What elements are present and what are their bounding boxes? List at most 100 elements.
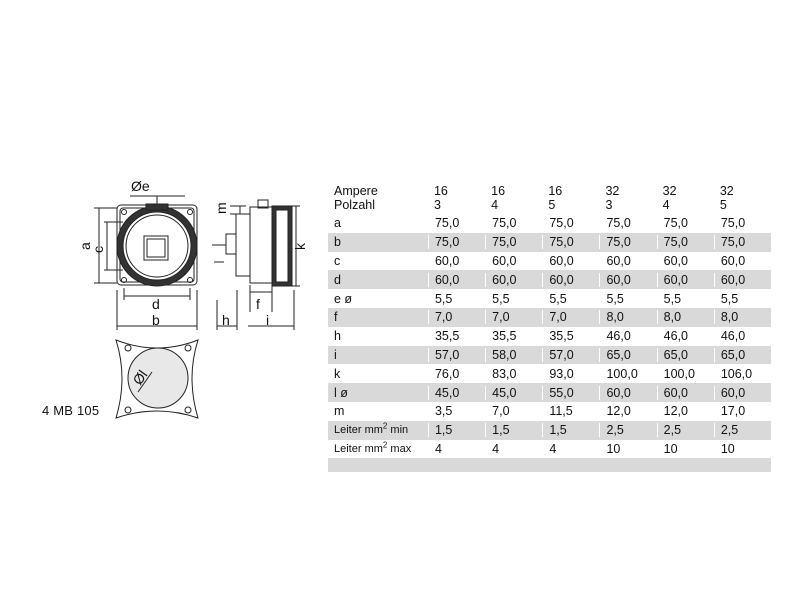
table-cell: 60,0 <box>599 253 656 268</box>
row-label: h <box>334 329 341 344</box>
technical-drawings: Øe a c d b m k f h i Øl <box>77 178 308 419</box>
model-label: 4 MB 105 <box>42 403 100 418</box>
table-cell: 60,0 <box>713 253 771 268</box>
table-cell: 60,0 <box>656 253 714 268</box>
table-cell: 1,5 <box>427 423 485 438</box>
table-cell: 60,0 <box>485 253 542 268</box>
header-polzahl: 5 <box>719 198 727 212</box>
label-a: a <box>77 242 93 250</box>
header-polzahl: 5 <box>548 198 556 212</box>
table-cell: 8,0 <box>656 310 714 325</box>
table-cell: 57,0 <box>542 347 599 362</box>
header-polzahl: 4 <box>662 198 670 212</box>
header-label-polzahl: Polzahl <box>334 198 375 212</box>
table-cell: 60,0 <box>656 272 714 287</box>
label-h: h <box>222 312 230 328</box>
row-label: d <box>334 272 341 287</box>
header-ampere: 32 <box>605 184 620 198</box>
table-cell: 4 <box>542 441 599 456</box>
header-polzahl: 4 <box>491 198 499 212</box>
table-cell: 4 <box>485 441 542 456</box>
table-cell: 106,0 <box>713 366 771 381</box>
table-cell: 93,0 <box>542 366 599 381</box>
table-cell: 65,0 <box>713 347 771 362</box>
table-cell: 8,0 <box>599 310 656 325</box>
table-cell: 7,0 <box>485 310 542 325</box>
header-ampere: 32 <box>662 184 677 198</box>
table-cell: 35,5 <box>542 329 599 344</box>
table-cell: 75,0 <box>542 216 599 231</box>
row-label: a <box>334 216 341 231</box>
side-view-drawing <box>212 199 300 330</box>
header-polzahl: 3 <box>433 198 441 212</box>
table-cell: 2,5 <box>713 423 771 438</box>
table-cell: 75,0 <box>485 235 542 250</box>
table-cell: 5,5 <box>599 291 656 306</box>
header-ampere: 16 <box>548 184 563 198</box>
table-cell: 75,0 <box>427 235 485 250</box>
table-cell: 2,5 <box>599 423 656 438</box>
table-footer-band <box>328 458 771 473</box>
table-cell: 5,5 <box>542 291 599 306</box>
table-cell: 10 <box>713 441 771 456</box>
label-f: f <box>256 296 260 312</box>
table-cell: 57,0 <box>427 347 485 362</box>
table-cell: 5,5 <box>713 291 771 306</box>
row-label: f <box>334 310 338 325</box>
header-ampere: 16 <box>433 184 448 198</box>
label-b: b <box>152 312 160 328</box>
label-c: c <box>90 246 106 253</box>
table-cell: 7,0 <box>427 310 485 325</box>
table-cell: 46,0 <box>656 329 714 344</box>
table-cell: 10 <box>599 441 656 456</box>
header-label-ampere: Ampere <box>334 184 378 198</box>
table-cell: 10 <box>656 441 714 456</box>
table-cell: 8,0 <box>713 310 771 325</box>
table-cell: 1,5 <box>542 423 599 438</box>
table-cell: 75,0 <box>656 235 714 250</box>
table-cell: 46,0 <box>713 329 771 344</box>
table-cell: 65,0 <box>656 347 714 362</box>
table-cell: 75,0 <box>485 216 542 231</box>
table-cell: 17,0 <box>713 404 771 419</box>
table-cell: 12,0 <box>656 404 714 419</box>
table-cell: 60,0 <box>542 253 599 268</box>
table-cell: 75,0 <box>542 235 599 250</box>
table-cell: 83,0 <box>485 366 542 381</box>
row-label: b <box>334 235 341 250</box>
header-ampere: 16 <box>491 184 506 198</box>
table-cell: 5,5 <box>427 291 485 306</box>
table-cell: 75,0 <box>599 216 656 231</box>
label-i: i <box>266 312 269 328</box>
table-cell: 46,0 <box>599 329 656 344</box>
table-cell: 5,5 <box>485 291 542 306</box>
table-cell: 60,0 <box>713 385 771 400</box>
label-k: k <box>292 242 308 250</box>
label-d: d <box>152 296 160 312</box>
row-label: Leiter mm2 min <box>334 421 409 437</box>
front-view-drawing <box>94 195 198 330</box>
row-label: e ø <box>334 291 353 306</box>
row-label: m <box>334 404 345 419</box>
table-cell: 45,0 <box>427 385 485 400</box>
table-cell: 60,0 <box>427 272 485 287</box>
header-polzahl: 3 <box>605 198 613 212</box>
table-cell: 7,0 <box>485 404 542 419</box>
table-cell: 60,0 <box>485 272 542 287</box>
row-label: Leiter mm2 max <box>334 440 412 455</box>
header-ampere: 32 <box>719 184 734 198</box>
row-label: c <box>334 253 341 268</box>
table-cell: 65,0 <box>599 347 656 362</box>
